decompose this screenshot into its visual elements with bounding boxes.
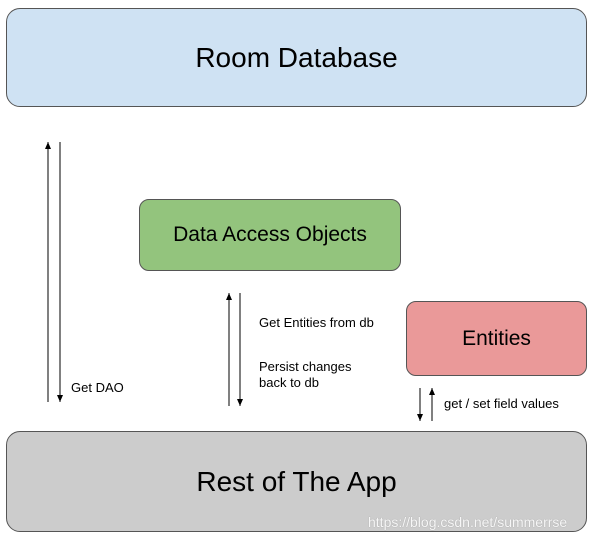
data-access-objects-label: Data Access Objects [173, 223, 367, 246]
rest-of-app-box: Rest of The App [6, 431, 587, 532]
get-entities-label: Get Entities from db [259, 315, 374, 330]
persist-changes-line2: back to db [259, 375, 319, 390]
entities-box: Entities [406, 301, 587, 376]
field-values-label: get / set field values [444, 396, 559, 411]
entities-label: Entities [462, 326, 531, 350]
rest-of-app-label: Rest of The App [196, 465, 397, 497]
room-database-label: Room Database [195, 41, 398, 73]
watermark: https://blog.csdn.net/summerrse [368, 514, 568, 530]
persist-changes-line1: Persist changes [259, 359, 352, 374]
get-dao-label: Get DAO [71, 380, 124, 395]
persist-changes-label: Persist changes back to db [259, 359, 352, 391]
room-database-box: Room Database [6, 8, 587, 107]
data-access-objects-box: Data Access Objects [139, 199, 401, 271]
